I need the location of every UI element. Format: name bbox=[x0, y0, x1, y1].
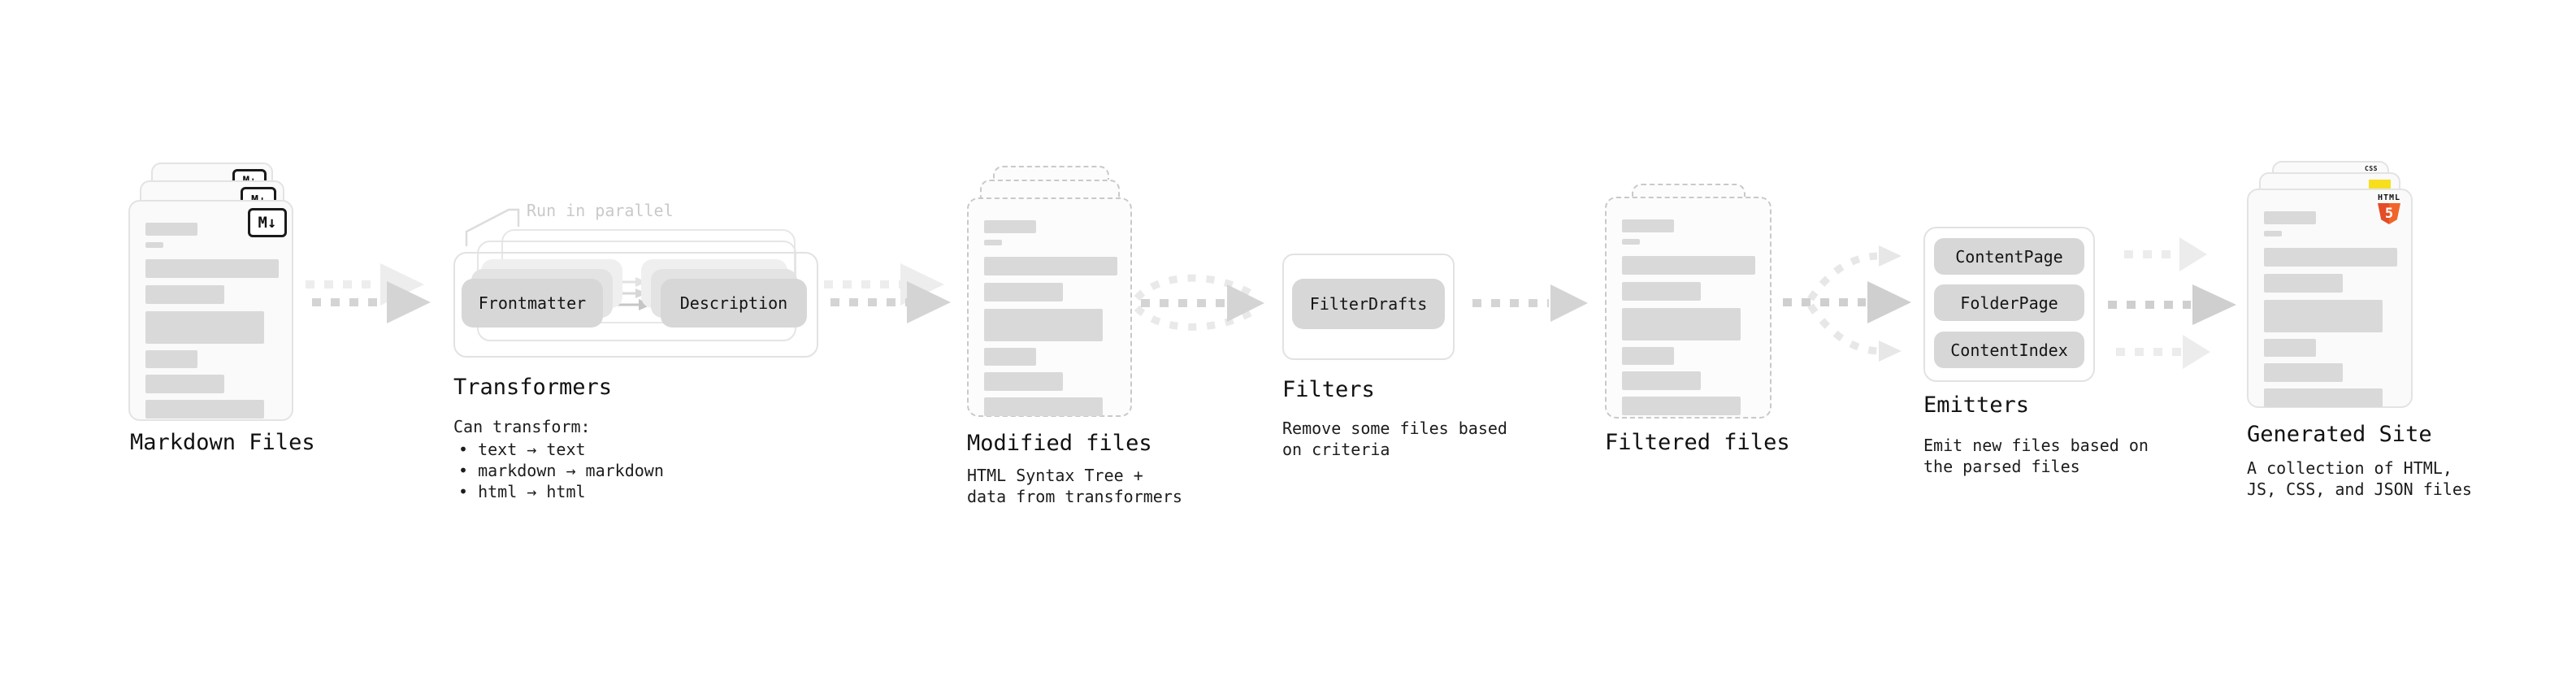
text-placeholder-bar bbox=[2264, 363, 2343, 382]
text-placeholder-bar bbox=[1622, 347, 1674, 365]
transformers-bullet: • markdown → markdown bbox=[458, 461, 664, 480]
text-placeholder-bars bbox=[1622, 219, 1755, 415]
filters-box bbox=[1282, 254, 1455, 360]
text-placeholder-bar bbox=[1622, 397, 1741, 415]
emitters-box bbox=[1923, 227, 2095, 382]
text-placeholder-bar bbox=[1622, 239, 1640, 245]
text-placeholder-bar bbox=[1622, 219, 1674, 232]
javascript-icon bbox=[2369, 180, 2391, 189]
text-placeholder-bar bbox=[984, 240, 1002, 245]
text-placeholder-bar bbox=[2264, 231, 2282, 236]
text-placeholder-bar bbox=[1622, 256, 1755, 275]
frontmatter-chip: Frontmatter bbox=[462, 279, 603, 327]
arrow-filtered-to-emitters-top bbox=[1807, 245, 1902, 301]
text-placeholder-bar bbox=[2264, 274, 2343, 293]
transformers-bullet: • html → html bbox=[458, 482, 586, 501]
arrow-emitters-to-site-middle bbox=[2108, 284, 2236, 325]
text-placeholder-bar bbox=[1622, 371, 1701, 390]
transformers-desc-title: Can transform: bbox=[453, 417, 591, 436]
transformers-bullet: • text → text bbox=[458, 440, 586, 459]
text-placeholder-bars bbox=[2264, 211, 2397, 407]
contentindex-chip: ContentIndex bbox=[1934, 332, 2084, 368]
text-placeholder-bar bbox=[984, 397, 1103, 416]
contentpage-chip: ContentPage bbox=[1934, 238, 2084, 275]
css-icon-label: CSS bbox=[2365, 165, 2378, 172]
emitters-label: Emitters bbox=[1923, 393, 2030, 418]
text-placeholder-bar bbox=[145, 350, 197, 368]
text-placeholder-bar bbox=[2264, 339, 2316, 357]
text-placeholder-bar bbox=[984, 309, 1103, 341]
filtered-file-card bbox=[1605, 197, 1772, 419]
arrow-filtered-to-emitters-bottom bbox=[1807, 303, 1902, 362]
text-placeholder-bar bbox=[1622, 282, 1701, 301]
modified-files-label: Modified files bbox=[967, 431, 1152, 456]
arrow-filters-to-filtered bbox=[1472, 284, 1588, 322]
text-placeholder-bar bbox=[145, 285, 224, 304]
emitters-desc: Emit new files based on the parsed files bbox=[1923, 436, 2149, 476]
html5-icon: HTML 5 bbox=[2375, 194, 2403, 224]
filterdrafts-chip: FilterDrafts bbox=[1292, 279, 1445, 329]
html5-icon-word: HTML bbox=[2377, 193, 2401, 202]
folderpage-chip: FolderPage bbox=[1934, 284, 2084, 321]
transformers-label: Transformers bbox=[453, 375, 613, 400]
run-in-parallel-note: Run in parallel bbox=[527, 201, 674, 220]
arrow-markdown-to-transformers bbox=[312, 281, 431, 323]
text-placeholder-bar bbox=[145, 259, 279, 278]
arrow-emitters-to-site-top bbox=[2124, 237, 2207, 271]
text-placeholder-bar bbox=[2264, 248, 2397, 267]
markdown-files-label: Markdown Files bbox=[130, 430, 315, 455]
generated-site-desc: A collection of HTML, JS, CSS, and JSON … bbox=[2247, 458, 2472, 499]
description-chip: Description bbox=[661, 279, 807, 327]
filters-label: Filters bbox=[1282, 377, 1375, 402]
filtered-files-label: Filtered files bbox=[1605, 430, 1790, 455]
modified-files-desc: HTML Syntax Tree + data from transformer… bbox=[967, 466, 1182, 506]
text-placeholder-bar bbox=[2264, 388, 2383, 407]
text-placeholder-bar bbox=[984, 372, 1063, 391]
transformers-box bbox=[453, 252, 818, 358]
arrow-emitters-to-site-bottom bbox=[2116, 335, 2210, 369]
text-placeholder-bar bbox=[145, 242, 163, 248]
text-placeholder-bar bbox=[2264, 300, 2383, 332]
modified-file-card bbox=[967, 197, 1132, 417]
text-placeholder-bar bbox=[145, 223, 197, 236]
markdown-file-card: M↓ bbox=[128, 200, 293, 421]
arrow-modified-to-filters-loop bbox=[1134, 274, 1260, 331]
text-placeholder-bar bbox=[984, 220, 1036, 233]
text-placeholder-bar bbox=[2264, 211, 2316, 224]
text-placeholder-bar bbox=[984, 257, 1117, 275]
markdown-icon: M↓ bbox=[248, 208, 287, 237]
text-placeholder-bar bbox=[145, 375, 224, 393]
text-placeholder-bar bbox=[1622, 308, 1741, 340]
arrow-filtered-to-emitters-middle bbox=[1783, 281, 1911, 323]
text-placeholder-bar bbox=[145, 400, 264, 419]
run-in-parallel-connector bbox=[465, 208, 520, 246]
text-placeholder-bar bbox=[984, 348, 1036, 366]
arrow-modified-to-filters bbox=[1141, 284, 1264, 322]
generated-file-card: HTML 5 bbox=[2247, 189, 2413, 408]
text-placeholder-bar bbox=[145, 311, 264, 344]
text-placeholder-bars bbox=[145, 223, 279, 419]
text-placeholder-bars bbox=[984, 220, 1117, 416]
filters-desc: Remove some files based on criteria bbox=[1282, 419, 1507, 459]
generated-site-label: Generated Site bbox=[2247, 422, 2432, 447]
arrow-transformers-to-modified bbox=[830, 281, 951, 323]
html5-icon-number: 5 bbox=[2384, 206, 2394, 222]
text-placeholder-bar bbox=[984, 283, 1063, 301]
